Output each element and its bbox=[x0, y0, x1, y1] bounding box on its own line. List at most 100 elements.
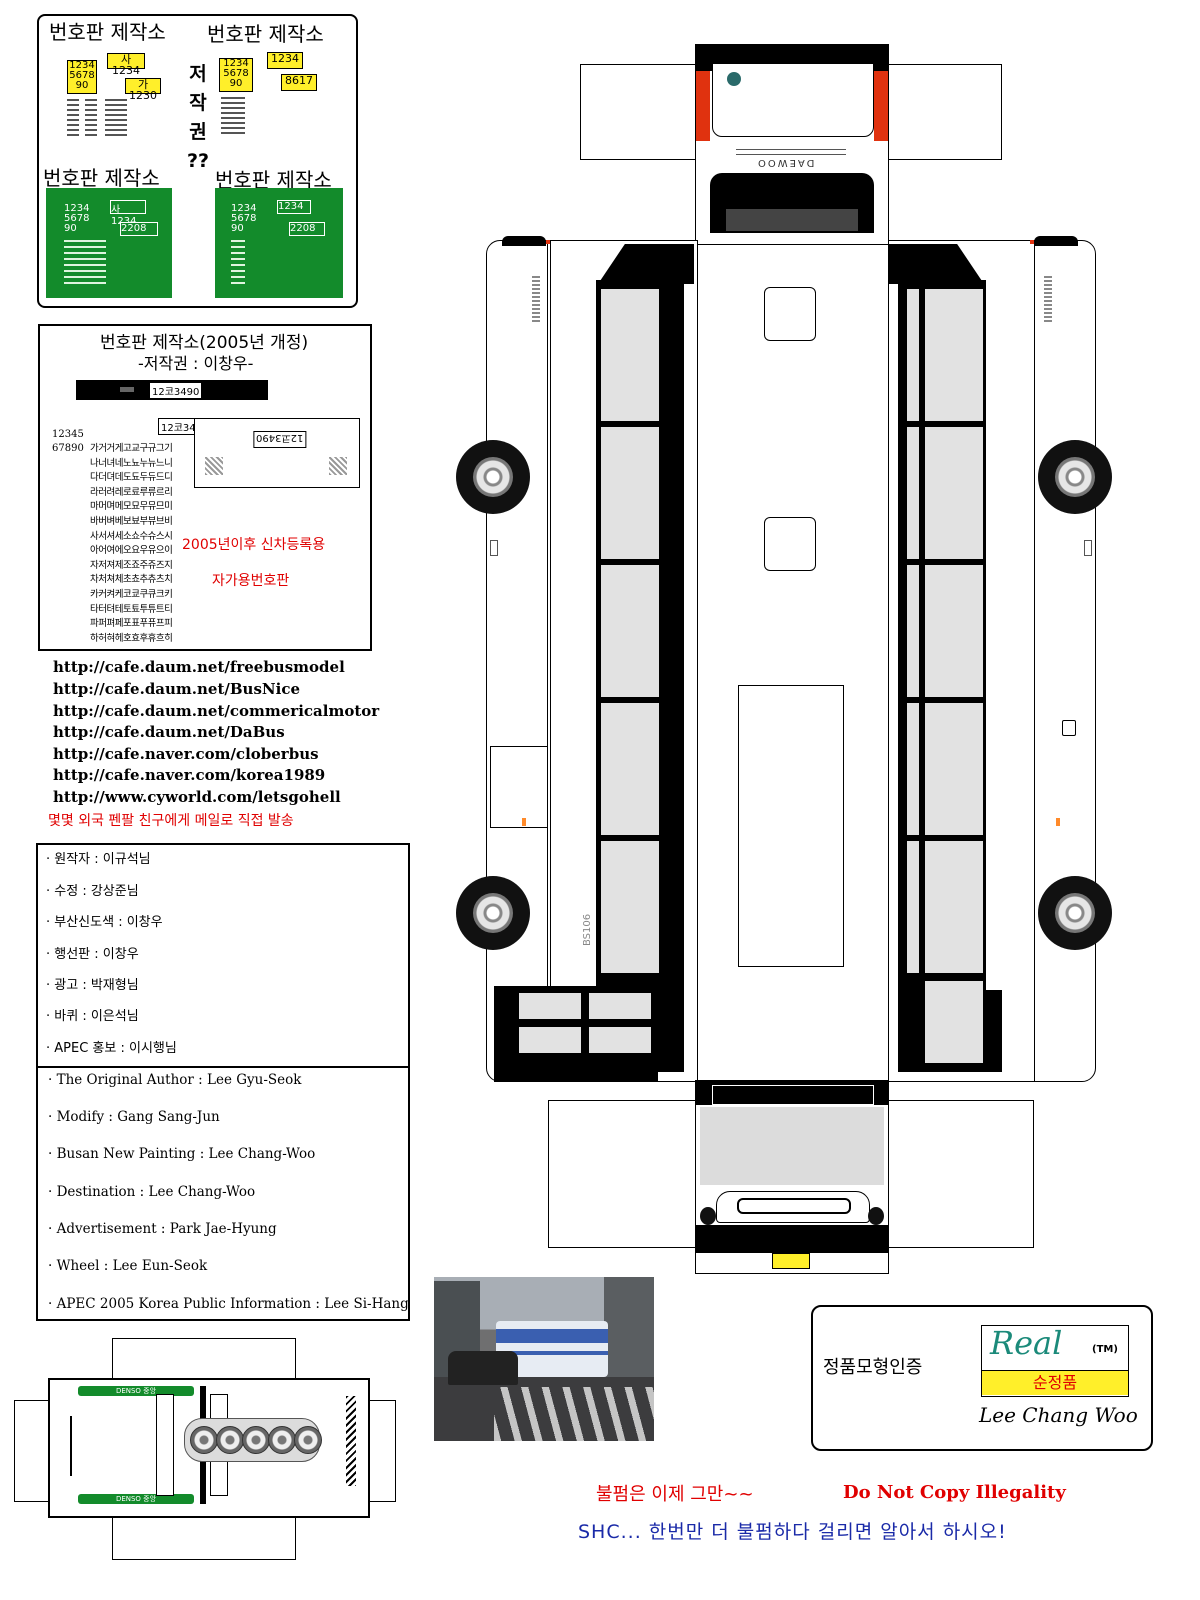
hangul-row: 차처쳐체초쵸추츄츠치 bbox=[90, 574, 173, 586]
plate-shop-title-2: 번호판 제작소 bbox=[207, 22, 324, 46]
green-plate-sheet: 1234 5678 90 사 1234 2208 bbox=[46, 188, 172, 298]
plate-2005-subtitle: -저작권 : 이창우- bbox=[138, 354, 254, 373]
hangul-row: 하허혀헤호효후휴흐히 bbox=[90, 632, 173, 644]
plate-shop-title-3: 번호판 제작소 bbox=[43, 166, 160, 190]
roof bbox=[695, 244, 889, 1082]
hangul-row: 바버벼베보뵤부뷰브비 bbox=[90, 515, 173, 527]
rear-brand: DAEWOO bbox=[756, 157, 815, 168]
credit-ko: · 행선판 : 이창우 bbox=[46, 947, 139, 962]
green-plate-small: 2208 bbox=[120, 222, 158, 236]
link-cyworld[interactable]: http://www.cyworld.com/letsgohell bbox=[53, 788, 341, 806]
bus-model: DAEWOO BS106 bbox=[430, 40, 1190, 1280]
roof-hatch bbox=[764, 517, 816, 571]
credit-en: · The Original Author : Lee Gyu-Seok bbox=[48, 1072, 302, 1088]
hangul-row: 가거거게고교구규그기 bbox=[90, 443, 173, 454]
aircon-unit: DENSO 중앙 DENSO 중앙 bbox=[14, 1338, 396, 1560]
hangul-row: 라러려레로료루류르리 bbox=[90, 486, 173, 498]
link-dabus[interactable]: http://cafe.daum.net/DaBus bbox=[53, 723, 285, 741]
plate-2005-title: 번호판 제작소(2005년 개정) bbox=[100, 333, 309, 353]
front-plate bbox=[772, 1253, 810, 1269]
green-plate-small: 2208 bbox=[289, 222, 325, 236]
hangul-row: 타터텨테토툐투튜트티 bbox=[90, 603, 173, 615]
long-plate-number: 12코3490 bbox=[150, 383, 202, 398]
plate-2005-card: 번호판 제작소(2005년 개정) -저작권 : 이창우- 12코3490 12… bbox=[38, 324, 372, 651]
link-freebusmodel[interactable]: http://cafe.daum.net/freebusmodel bbox=[53, 658, 345, 676]
denso-label: DENSO 중앙 bbox=[78, 1494, 194, 1504]
hangul-row: 다더뎌데도됴두듀드디 bbox=[90, 472, 173, 484]
hangul-row: 아어여에오요우유으이 bbox=[90, 545, 173, 557]
credit-en: · Wheel : Lee Eun-Seok bbox=[48, 1258, 208, 1274]
warning-en: Do Not Copy Illegality bbox=[843, 1482, 1066, 1503]
plate-char-columns bbox=[221, 94, 245, 134]
denso-label: DENSO 중앙 bbox=[78, 1386, 194, 1396]
credits-box bbox=[36, 843, 410, 1321]
hangul-row: 파퍼펴페포표푸퓨프피 bbox=[90, 618, 173, 630]
hangul-row: 나너녀네노뇨누뉴느니 bbox=[90, 457, 173, 469]
long-plate-black: 12코3490 bbox=[76, 380, 268, 400]
link-commericalmotor[interactable]: http://cafe.daum.net/commericalmotor bbox=[53, 702, 380, 720]
warning-message: SHC... 한번만 더 불펌하다 걸리면 알아서 하시오! bbox=[578, 1521, 1007, 1543]
certification-label: 정품모형인증 bbox=[823, 1357, 923, 1378]
digits: 12345 67890 bbox=[52, 429, 84, 454]
wheel-icon bbox=[1038, 440, 1112, 514]
real-logo-box: Real (TM) 순정품 bbox=[981, 1324, 1129, 1397]
front-flap-right bbox=[886, 64, 1002, 160]
credit-ko: · 부산신도색 : 이창우 bbox=[46, 915, 163, 930]
plate-char-columns bbox=[67, 96, 157, 136]
rear-flap-left bbox=[548, 1100, 698, 1248]
tm-mark: (TM) bbox=[1092, 1344, 1118, 1355]
credit-en: · Modify : Gang Sang-Jun bbox=[48, 1109, 220, 1125]
left-window-column bbox=[596, 280, 684, 1072]
credit-ko: · 광고 : 박재형님 bbox=[46, 978, 139, 993]
plate-2005-note-2: 자가용번호판 bbox=[212, 573, 290, 589]
rear-flap-right bbox=[886, 1100, 1034, 1248]
fan-icon bbox=[242, 1426, 270, 1454]
wheel-icon bbox=[1038, 876, 1112, 950]
yellow-plate-large: 1234 5678 90 bbox=[67, 60, 97, 94]
hangul-row: 카커켜케코쿄쿠큐크키 bbox=[90, 588, 173, 600]
certification-card: 정품모형인증 Real (TM) 순정품 Lee Chang Woo bbox=[811, 1305, 1153, 1451]
side-number: BS106 bbox=[582, 913, 593, 946]
yellow-plate-small: 1234 bbox=[267, 52, 303, 69]
credit-ko: · 바퀴 : 이은석님 bbox=[46, 1009, 139, 1024]
hangul-row: 자저져제조죠주쥬즈지 bbox=[90, 559, 173, 571]
plate-2005-note-1: 2005년이후 신차등록용 bbox=[182, 537, 326, 553]
bus-street-photo bbox=[434, 1277, 654, 1441]
genuine-badge: 순정품 bbox=[982, 1370, 1128, 1395]
hangul-row: 사서셔세소쇼수슈스시 bbox=[90, 530, 173, 542]
right-window-column bbox=[898, 280, 986, 1072]
copyright-vertical: 저 작 권 ?? bbox=[186, 63, 210, 172]
credit-ko: · 수정 : 강상준님 bbox=[46, 884, 139, 899]
plate-shop-card: 번호판 제작소 번호판 제작소 1234 5678 90 사 1234 가 12… bbox=[37, 14, 358, 308]
front-flap-left bbox=[580, 64, 697, 160]
front-face bbox=[695, 1080, 889, 1274]
yellow-plate-small: 가 1230 bbox=[125, 78, 161, 101]
hangul-row: 마머며메모묘무뮤므미 bbox=[90, 501, 173, 513]
link-cloberbus[interactable]: http://cafe.naver.com/cloberbus bbox=[53, 745, 319, 763]
link-busnice[interactable]: http://cafe.daum.net/BusNice bbox=[53, 680, 300, 698]
credit-en: · Busan New Painting : Lee Chang-Woo bbox=[48, 1146, 316, 1162]
green-plate-sheet: 1234 5678 90 1234 2208 bbox=[215, 188, 343, 298]
warning-ko: 불펌은 이제 그만~~ bbox=[596, 1484, 754, 1505]
yellow-plate-large: 1234 5678 90 bbox=[219, 58, 253, 92]
fan-icon bbox=[294, 1426, 322, 1454]
credit-en: · Advertisement : Park Jae-Hyung bbox=[48, 1221, 277, 1237]
yellow-plate-small: 8617 bbox=[281, 74, 317, 91]
link-korea1989[interactable]: http://cafe.naver.com/korea1989 bbox=[53, 766, 326, 784]
fan-icon bbox=[268, 1426, 296, 1454]
real-logo: Real bbox=[990, 1324, 1063, 1362]
plate-shop-title-1: 번호판 제작소 bbox=[49, 20, 166, 44]
fan-icon bbox=[216, 1426, 244, 1454]
rear-face: DAEWOO bbox=[695, 44, 889, 246]
green-plate-small: 사 1234 bbox=[110, 200, 146, 227]
credit-ko: · APEC 홍보 : 이시행님 bbox=[46, 1041, 177, 1056]
rear-plate-diagram: 12코3490 bbox=[194, 418, 360, 488]
wheel-icon bbox=[456, 876, 530, 950]
credit-en: · APEC 2005 Korea Public Information : L… bbox=[48, 1296, 409, 1312]
aircon-body: DENSO 중앙 DENSO 중앙 bbox=[48, 1378, 370, 1518]
links-note: 몇몇 외국 펜팔 친구에게 메일로 직접 발송 bbox=[48, 813, 294, 829]
credit-ko: · 원작자 : 이규석님 bbox=[46, 852, 151, 867]
roof-aircon-outline bbox=[738, 685, 844, 967]
left-door bbox=[494, 986, 658, 1082]
